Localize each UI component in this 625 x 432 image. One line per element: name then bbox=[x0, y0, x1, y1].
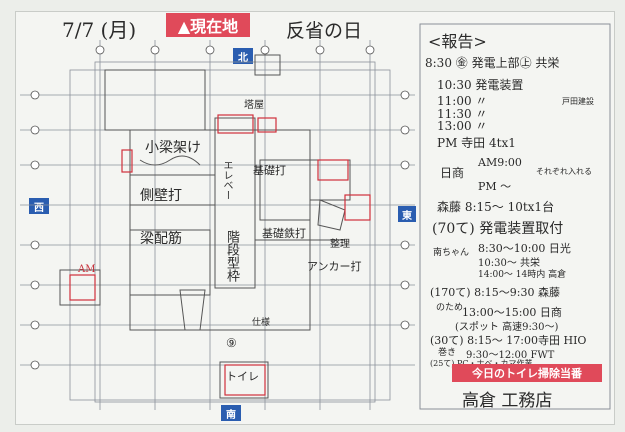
toilet-duty-name: 高倉 工務店 bbox=[462, 391, 553, 411]
compass-south: 南 bbox=[221, 405, 241, 421]
label-anchor: アンカー打 bbox=[307, 260, 362, 273]
label-kaidan: 階段型枠 bbox=[224, 230, 239, 282]
schedule-row: PM 寺田 4tx1 bbox=[437, 136, 516, 150]
label-kiso: 基礎鉄打 bbox=[262, 227, 306, 240]
schedule-row: 11:30 〃 bbox=[437, 107, 488, 121]
schedule-row: 戸田建設 bbox=[562, 97, 594, 106]
compass-west: 西 bbox=[29, 198, 49, 214]
label-kozo: 塔屋 bbox=[244, 100, 264, 111]
schedule-row: それぞれ入れる bbox=[536, 167, 592, 176]
current-location-badge: ▲現在地 bbox=[166, 13, 250, 37]
date-label: 7/7 (月) bbox=[62, 18, 137, 42]
label-kabe: 側壁打 bbox=[140, 188, 182, 204]
schedule-row: 10:30～ 共栄 bbox=[478, 258, 540, 269]
label-elevator: エレベー bbox=[221, 160, 232, 200]
label-shiyosho: 仕様 bbox=[252, 318, 271, 328]
schedule-row: 森藤 8:15～ 10tx1台 bbox=[437, 200, 555, 214]
schedule-row: のため bbox=[436, 303, 464, 313]
schedule-row: AM9:00 bbox=[478, 156, 522, 169]
schedule-row: 巻き bbox=[438, 348, 457, 358]
label-toilet: トイレ bbox=[226, 370, 259, 383]
schedule-row: (70て) 発電装置取付 bbox=[432, 221, 564, 237]
schedule-row: PM ～ bbox=[478, 180, 512, 193]
site-plan-sheet bbox=[16, 12, 614, 424]
schedule-heading: <報告> bbox=[428, 32, 487, 51]
schedule-row: 13:00 〃 bbox=[437, 119, 488, 133]
schedule-row: 8:30 ㊎ 発電上部㊤ 共栄 bbox=[425, 56, 560, 70]
schedule-row: (30て) 8:15～ 17:00寺田 HIO bbox=[430, 334, 587, 347]
label-kiso2: 基礎打 bbox=[253, 164, 286, 177]
schedule-row: 南ちゃん bbox=[433, 248, 470, 258]
label-nine: ⑨ bbox=[226, 336, 237, 350]
schedule-row: 日商 bbox=[440, 166, 465, 180]
label-seiri: 整理 bbox=[330, 239, 350, 250]
label-kosugi: 小梁架け bbox=[145, 140, 201, 156]
schedule-row: 13:00～15:00 日商 bbox=[462, 306, 562, 319]
label-ryo: 梁配筋 bbox=[140, 231, 182, 247]
schedule-row: 10:30 発電装置 bbox=[437, 78, 524, 92]
compass-east: 東 bbox=[398, 206, 416, 222]
schedule-row: 14:00～ 14時内 高倉 bbox=[478, 270, 567, 280]
schedule-row: (170て) 8:15～9:30 森藤 bbox=[430, 286, 560, 299]
compass-north: 北 bbox=[233, 48, 253, 64]
schedule-row: (スポット 高速9:30～) bbox=[455, 322, 559, 333]
label-am: AM bbox=[78, 264, 96, 275]
schedule-row: 11:00 〃 bbox=[437, 94, 488, 108]
day-title: 反省の日 bbox=[286, 20, 363, 42]
toilet-duty-banner: 今日のトイレ掃除当番 bbox=[452, 364, 602, 382]
schedule-row: (25て) PC・ナベ・カマ作業 bbox=[430, 359, 532, 368]
schedule-row: 9:30～12:00 FWT bbox=[466, 350, 555, 361]
schedule-row: 8:30～10:00 日光 bbox=[478, 242, 571, 255]
